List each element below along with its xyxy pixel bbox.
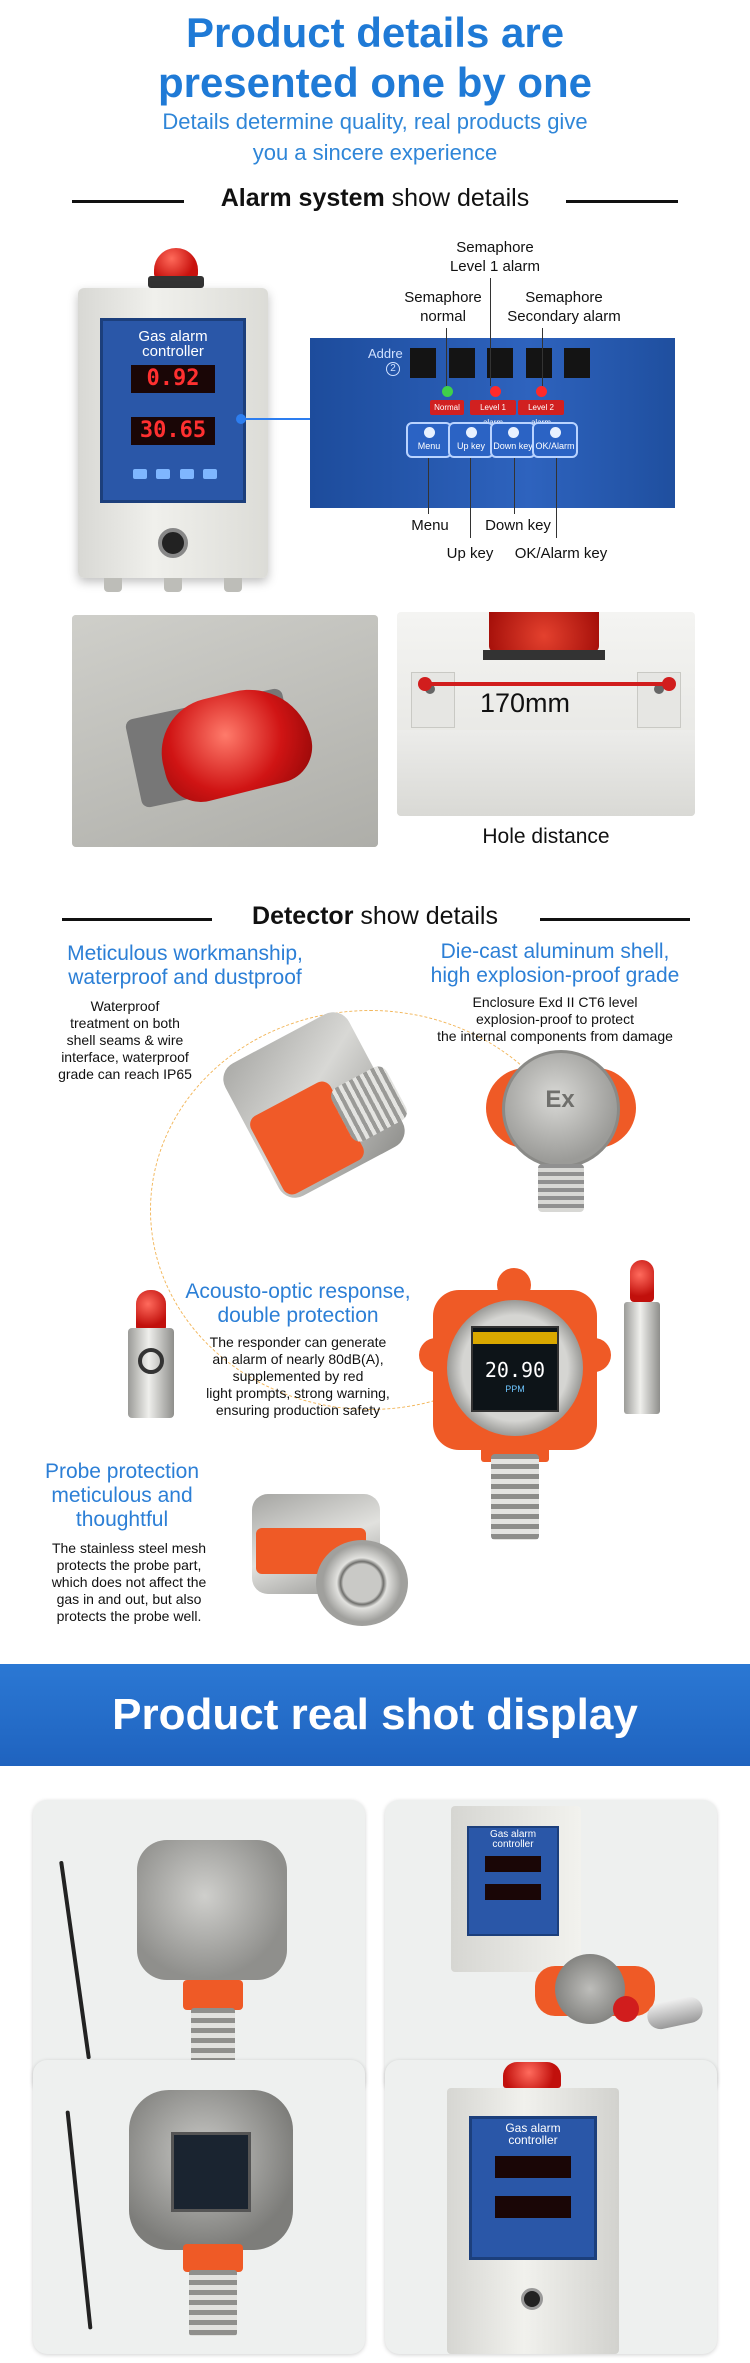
hole-marker-icon <box>418 677 432 691</box>
callout-semaphore-level1: Semaphore Level 1 alarm <box>449 239 541 275</box>
detector-side-view <box>216 1005 412 1205</box>
detector-heading-bold: Detector <box>252 902 354 930</box>
menu-key-button[interactable]: Menu <box>406 422 452 458</box>
callout-up-key: Up key <box>446 545 494 562</box>
controller-front-panel: Gas alarm controller 0.92 30.65 <box>100 318 246 503</box>
controller-title-line2: controller <box>142 343 204 360</box>
alarm-heading-bold: Alarm system <box>220 184 385 212</box>
indicator-label-normal: Normal <box>430 400 464 415</box>
callout-down-key: Down key <box>485 517 551 534</box>
indicator-label-level2: Level 2 alarm <box>518 400 564 427</box>
real-shot-detector-top <box>33 1800 365 2094</box>
cable-gland-icon <box>164 578 182 592</box>
controller-title-line1: Gas alarm <box>138 328 208 345</box>
heading-rule-right <box>566 200 678 203</box>
level1-indicator-icon <box>490 386 501 397</box>
real-shot-controller-and-detector: Gas alarm controller <box>385 1800 717 2094</box>
shot2-controller-label-line1: Gas alarm <box>489 1829 537 1840</box>
explosion-proof-mark: Ex <box>545 1086 575 1113</box>
up-key-button[interactable]: Up key <box>448 422 494 458</box>
page-title-line2: presented one by one <box>157 59 593 106</box>
callout-menu: Menu <box>411 517 449 534</box>
heading-rule-left <box>72 200 184 203</box>
alarm-heading-rest: show details <box>384 184 530 212</box>
callout-semaphore-normal: Semaphore normal <box>404 289 482 325</box>
shot4-controller-label-line1: Gas alarm <box>505 2121 561 2135</box>
feature4-body: The stainless steel mesh protects the pr… <box>51 1540 207 1624</box>
page-title-line1: Product details are <box>185 9 565 56</box>
page-title: Product details are presented one by one <box>0 8 750 108</box>
callout-line <box>428 458 429 514</box>
feature3-body: The responder can generate an alarm of n… <box>206 1334 390 1418</box>
acousto-optic-alarm <box>120 1290 184 1430</box>
feature1-body: Waterproof treatment on both shell seams… <box>58 998 192 1082</box>
probe-mesh-closeup <box>252 1494 414 1630</box>
page-subtitle-line2: you a sincere experience <box>252 140 498 165</box>
real-shot-detector-screen <box>33 2060 365 2354</box>
real-shot-controller-front: Gas alarm controller <box>385 2060 717 2354</box>
callout-ok-alarm-key: OK/Alarm key <box>514 545 608 562</box>
page-subtitle-line1: Details determine quality, real products… <box>162 109 588 134</box>
callout-line <box>490 278 491 386</box>
callout-line <box>556 458 557 538</box>
key-lock-icon <box>158 528 188 558</box>
callout-line <box>446 328 447 386</box>
heading-rule-right <box>540 918 690 921</box>
feature1-title: Meticulous workmanship, waterproof and d… <box>67 942 303 989</box>
address-number: 2 <box>386 362 400 376</box>
address-label: Addre <box>368 346 403 361</box>
ok-alarm-key-button[interactable]: OK/Alarm <box>532 422 578 458</box>
cable-gland-icon <box>104 578 122 592</box>
heading-rule-left <box>62 918 212 921</box>
shot4-controller-label-line2: controller <box>508 2133 558 2147</box>
normal-indicator-icon <box>442 386 453 397</box>
zoom-led-digits <box>410 348 590 378</box>
cable-gland-icon <box>224 578 242 592</box>
callout-line <box>542 328 543 386</box>
shot2-controller-label-line2: controller <box>492 1839 534 1850</box>
side-sound-light-alarm <box>620 1260 664 1420</box>
detector-heading-rest: show details <box>353 902 498 930</box>
controller-display-2: 30.65 <box>131 417 215 445</box>
hole-distance-value: 170mm <box>480 688 571 718</box>
indicator-label-level1: Level 1 alarm <box>470 400 516 427</box>
detector-section-heading: Detector show details <box>0 898 750 938</box>
hole-marker-icon <box>662 677 676 691</box>
down-key-button[interactable]: Down key <box>490 422 536 458</box>
callout-line <box>514 458 515 514</box>
controller-display-1: 0.92 <box>131 365 215 393</box>
real-shot-banner <box>0 1664 750 1766</box>
screen-unit: PPM <box>505 1384 525 1394</box>
gas-alarm-controller-photo: Gas alarm controller 0.92 30.65 <box>78 288 268 592</box>
controller-beacon <box>148 248 204 288</box>
screen-title-bar <box>473 1332 557 1344</box>
down-key-label: Down key <box>493 441 533 451</box>
feature3-title: Acousto-optic response, double protectio… <box>185 1280 411 1327</box>
detector-screen: 20.90 PPM <box>471 1326 559 1412</box>
beacon-closeup-photo <box>72 615 378 847</box>
feature2-body: Enclosure Exd II CT6 level explosion-pro… <box>437 994 673 1044</box>
level2-indicator-icon <box>536 386 547 397</box>
ok-alarm-key-label: OK/Alarm <box>535 441 575 451</box>
up-key-label: Up key <box>456 441 485 451</box>
menu-key-label: Menu <box>417 441 441 451</box>
detector-top-view: Ex <box>486 1046 636 1214</box>
detector-front-view: 20.90 PPM <box>419 1268 611 1548</box>
screen-reading: 20.90 <box>484 1358 546 1382</box>
page-subtitle: Details determine quality, real products… <box>0 106 750 168</box>
feature4-title: Probe protection meticulous and thoughtf… <box>44 1460 200 1531</box>
alarm-section-heading: Alarm system show details <box>0 180 750 220</box>
hole-distance-line <box>422 682 670 686</box>
feature2-title: Die-cast aluminum shell, high explosion-… <box>430 940 680 987</box>
controller-button-row <box>133 469 217 479</box>
feature-orbit-line <box>150 1010 590 1410</box>
hole-distance-caption: Hole distance <box>482 825 610 848</box>
zoom-pointer <box>240 418 370 420</box>
real-shot-banner-title: Product real shot display <box>112 1690 638 1739</box>
callout-semaphore-secondary: Semaphore Secondary alarm <box>507 289 621 325</box>
callout-line <box>470 458 471 538</box>
